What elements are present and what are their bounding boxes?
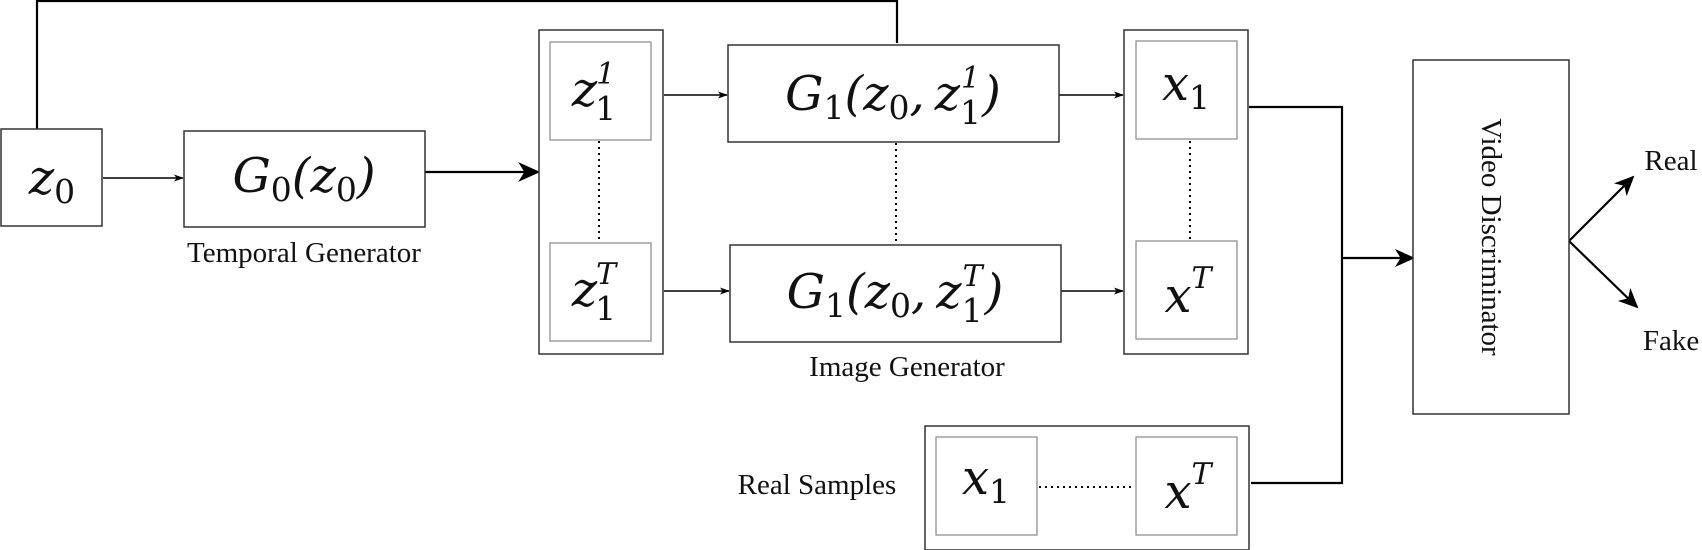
real-output-label: Real <box>1644 145 1697 177</box>
g1-top-math: G1(z0,z11) <box>785 61 1001 132</box>
image-generator-top-box <box>727 44 1060 143</box>
z1T-box <box>549 242 652 342</box>
temporal-generator-label: Temporal Generator <box>187 237 421 269</box>
g1-bottom-math: G1(z0,z1T) <box>787 259 1004 330</box>
x1-box <box>1135 40 1238 140</box>
arrow-to-fake <box>1568 240 1639 309</box>
video-discriminator-box <box>1412 59 1570 415</box>
z11-box <box>549 41 652 141</box>
real-xT-math: xT <box>1164 457 1213 520</box>
video-discriminator-label: Video Discriminator <box>1475 118 1507 356</box>
g0-math: G0(z0) <box>232 148 375 209</box>
z11-math: z11 <box>571 57 616 128</box>
real-x1-math: x1 <box>962 450 1010 511</box>
real-xT-box <box>1135 436 1238 536</box>
skip-connection-line <box>35 0 899 129</box>
fake-output-label: Fake <box>1643 325 1699 357</box>
z0-math: z0 <box>28 150 75 211</box>
xT-box <box>1135 240 1238 340</box>
real-samples-label: Real Samples <box>738 469 897 501</box>
temporal-generator-box <box>183 130 426 228</box>
image-generator-bottom-box <box>729 244 1062 343</box>
xT-math: xT <box>1164 261 1213 324</box>
x1-math: x1 <box>1162 56 1210 117</box>
z0-box <box>0 128 103 227</box>
generated-to-discriminator-line <box>1249 105 1344 485</box>
real-x1-box <box>935 436 1038 536</box>
arrow-to-real <box>1568 175 1635 242</box>
image-generator-label: Image Generator <box>809 351 1005 383</box>
z1T-math: z1T <box>571 257 618 328</box>
